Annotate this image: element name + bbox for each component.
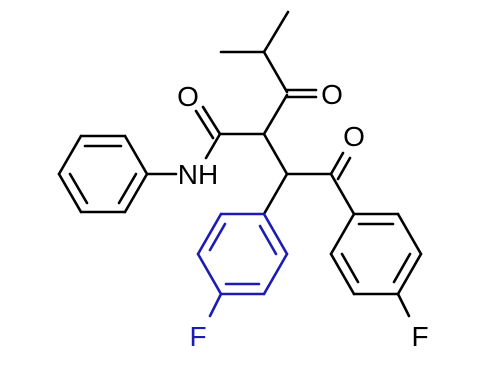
- bond-benzoyl-to-ring: [329, 172, 356, 216]
- blue-ring-bond-5: [262, 252, 289, 296]
- amide-bonds: [145, 105, 266, 176]
- amide-oxygen-label: O: [177, 81, 199, 112]
- black-ring-bond-1: [329, 212, 356, 256]
- bond-methyl-top: [262, 10, 290, 54]
- bond-benzoyl-co-b: [336, 156, 352, 181]
- phenyl-bond-3: [57, 134, 83, 176]
- black-ring-bond-4: [396, 252, 423, 296]
- bond-isopropyl-to-carbonyl: [262, 50, 289, 94]
- blue-ring-bond-3: [196, 252, 223, 296]
- bond-blue-ring-to-f: [208, 292, 223, 318]
- blue-ring-inner-a: [208, 222, 227, 252]
- blue-ring-inner-c: [258, 224, 278, 256]
- phenyl-bond-4: [57, 172, 83, 214]
- fluorine-label-black: F: [411, 321, 428, 352]
- fluorine-label-blue: F: [189, 321, 206, 352]
- black-ring-bond-2: [329, 252, 356, 296]
- black-ring-inner-b: [392, 252, 412, 284]
- isopropyl-ketone-bonds: [219, 10, 318, 136]
- phenyl-ring: [57, 134, 149, 214]
- bond-central-to-ch: [262, 132, 289, 176]
- black-ring-bond-5: [396, 212, 423, 256]
- blue-ring-bond-2: [196, 212, 223, 256]
- blue-ring-bond-6: [262, 212, 289, 256]
- bond-ch-to-blue-ring: [262, 172, 289, 216]
- bond-ketone-to-central: [262, 93, 289, 136]
- benzoyl-oxygen-label: O: [343, 121, 365, 152]
- phenyl-inner-bond-b: [68, 172, 89, 205]
- phenyl-inner-bond-c: [117, 172, 138, 205]
- amide-nh-label: NH: [178, 159, 218, 190]
- ketone-oxygen-label: O: [321, 79, 343, 110]
- fluorophenyl-ring-blue: [196, 172, 289, 318]
- bond-amide-c-to-n: [204, 132, 222, 160]
- bond-amide-co-b: [194, 109, 215, 140]
- bond-amide-co-a: [201, 105, 222, 136]
- phenyl-bond-1: [123, 134, 149, 176]
- black-ring-inner-a: [340, 252, 360, 284]
- phenyl-bond-6: [123, 172, 149, 214]
- fluorophenyl-ring-black: [329, 212, 423, 318]
- bond-black-ring-to-f: [396, 292, 411, 318]
- backbone-bonds: [262, 132, 356, 216]
- bond-benzoyl-co-a: [329, 151, 345, 176]
